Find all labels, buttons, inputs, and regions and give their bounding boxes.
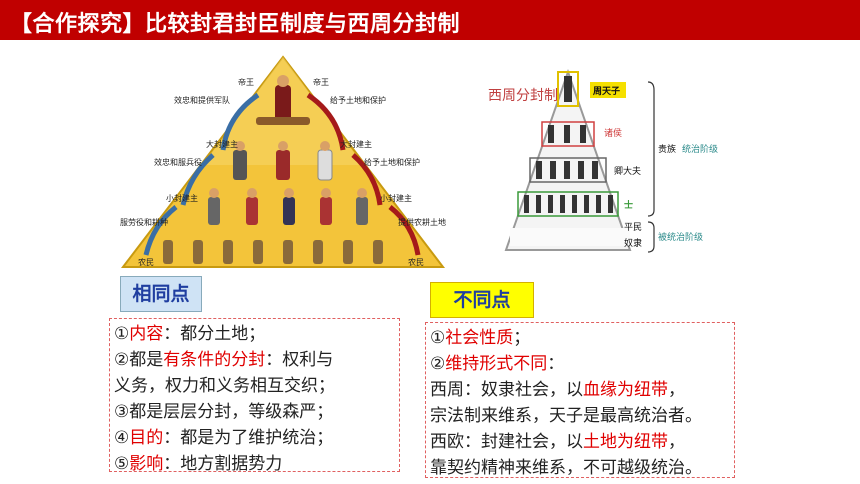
similar-item-4: ④目的：都是为了维护统治； — [114, 428, 334, 448]
tier-tianzi: 周天子 — [593, 86, 620, 97]
peasants-figures — [163, 240, 383, 264]
nobles-figures — [233, 141, 333, 181]
similar-points-box: ①内容：都分土地； ②都是有条件的分封：权利与 义务，权力和义务相互交织； ③都… — [109, 318, 400, 474]
arrow-down-right-2 — [351, 153, 383, 206]
title-bar: 【合作探究】比较封君封臣制度与西周分封制 — [0, 0, 860, 40]
diff-item-zhou-cont: 宗法制来维系，天子是最高统治者。 — [430, 406, 702, 426]
similar-item-2: ②都是有条件的分封：权利与 — [114, 350, 334, 370]
diff-item-zhou: 西周：奴隶社会，以血缘为纽带， — [430, 380, 685, 400]
zhou-fengjian-diagram: 西周分封制 周天子 诸侯 卿大夫 士 平民 奴隶 贵族 统治阶级 被统治阶级 — [488, 68, 718, 253]
left-level-label-2: 小封建主 — [166, 193, 198, 203]
right-arrow-1-label: 给予土地和保护 — [330, 95, 386, 105]
diff-label: 不同点 — [430, 282, 534, 318]
left-arrow-3-label: 服劳役和耕种 — [120, 217, 168, 227]
arrow-down-right-3 — [388, 205, 421, 256]
knights-figures — [208, 188, 368, 225]
page-title: 【合作探究】比较封君封臣制度与西周分封制 — [10, 12, 461, 37]
group-beitongzhi: 被统治阶级 — [658, 231, 703, 243]
level-vassal: 小封建主 — [380, 193, 412, 203]
feudal-pyramid-diagram: 帝王 帝王 效忠和提供军队 给予土地和保护 大封建主 大封建主 效忠和服兵役 给… — [120, 55, 446, 268]
tier-shi: 士 — [624, 199, 633, 211]
right-arrow-3-label: 提供农耕土地 — [398, 217, 446, 227]
diff-item-2: ②维持形式不同： — [430, 354, 565, 374]
arrow-up-left-2 — [180, 153, 215, 206]
tier-pingmin: 平民 — [624, 222, 642, 233]
tier-nuli: 奴隶 — [624, 237, 642, 249]
left-arrow-1-label: 效忠和提供军队 — [174, 95, 230, 105]
group-guizu: 贵族 — [658, 143, 676, 155]
bracket-guizu — [647, 81, 655, 217]
group-tongzhi: 统治阶级 — [682, 143, 718, 155]
zhou-diagram-title: 西周分封制 — [488, 88, 558, 104]
left-level-label-1: 大封建主 — [206, 139, 238, 149]
diff-item-europe: 西欧：封建社会，以土地为纽带， — [430, 432, 685, 452]
tier-qingdafu: 卿大夫 — [614, 165, 641, 177]
level-king-left: 帝王 — [238, 77, 254, 87]
level-king-right: 帝王 — [313, 77, 329, 87]
left-arrow-2-label: 效忠和服兵役 — [154, 157, 202, 167]
similar-label: 相同点 — [120, 276, 202, 312]
bracket-beitongzhi — [647, 221, 655, 253]
similar-item-5: ⑤影响：地方割据势力 — [114, 454, 283, 474]
level-peasant: 农民 — [408, 257, 424, 267]
diff-item-1: ①社会性质； — [430, 328, 531, 348]
similar-item-2-cont: 义务，权力和义务相互交织； — [114, 376, 335, 396]
arrow-down-right-1 — [306, 92, 346, 151]
level-lord: 大封建主 — [340, 139, 372, 149]
diff-points-box: ①社会性质； ②维持形式不同： 西周：奴隶社会，以血缘为纽带， 宗法制来维系，天… — [425, 322, 735, 478]
king-figure — [256, 75, 310, 125]
similar-item-3: ③都是层层分封，等级森严； — [114, 402, 334, 422]
similar-item-1: ①内容：都分土地； — [114, 324, 266, 344]
diff-item-europe-cont: 靠契约精神来维系，不可越级统治。 — [430, 458, 702, 478]
right-arrow-2-label: 给予土地和保护 — [364, 157, 420, 167]
left-level-label-3: 农民 — [138, 257, 154, 267]
arrow-up-left-3 — [143, 205, 178, 256]
tier-zhuhou: 诸侯 — [604, 127, 622, 139]
arrow-up-left-1 — [220, 92, 260, 151]
